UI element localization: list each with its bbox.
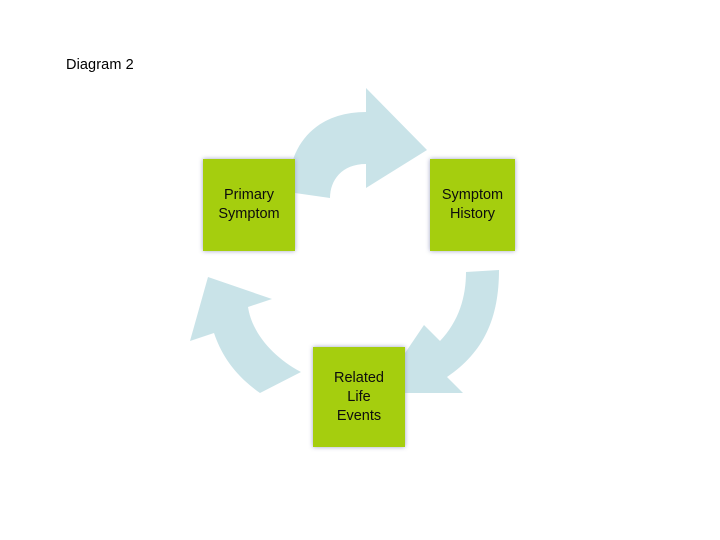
node-related-life-events-label: Related Life Events bbox=[334, 369, 384, 424]
node-related-life-events[interactable]: Related Life Events bbox=[313, 347, 405, 447]
node-symptom-history-label: Symptom History bbox=[441, 187, 504, 222]
node-primary-symptom[interactable]: Primary Symptom bbox=[203, 159, 295, 251]
arrow-left bbox=[190, 277, 301, 393]
arrow-top bbox=[288, 88, 427, 198]
node-symptom-history[interactable]: Symptom History bbox=[430, 159, 515, 251]
node-primary-symptom-label: Primary Symptom bbox=[218, 187, 280, 222]
arrow-right bbox=[378, 270, 499, 393]
page-title: Diagram 2 bbox=[66, 57, 134, 73]
